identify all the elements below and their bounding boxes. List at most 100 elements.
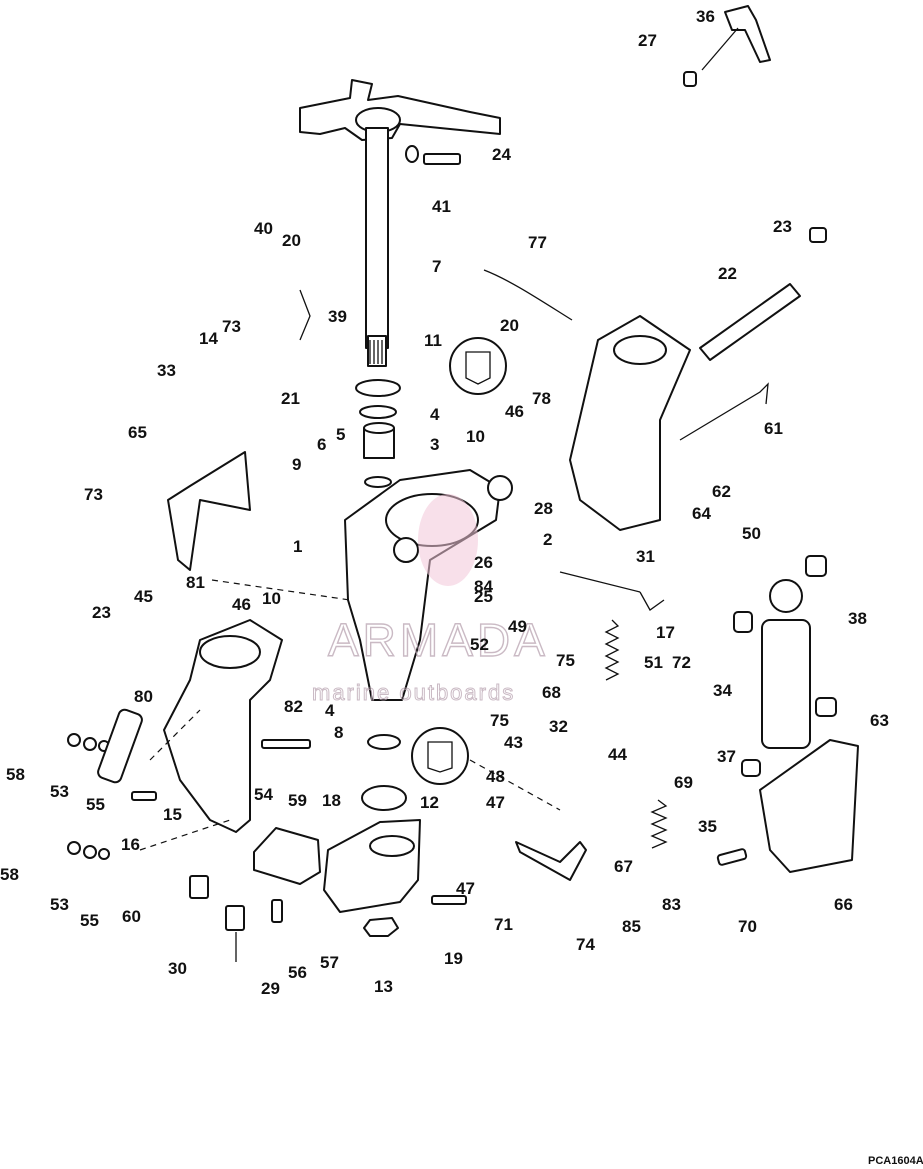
callout-3: 3	[430, 435, 439, 454]
callout-41: 41	[432, 197, 451, 216]
drawing-code: PCA1604A	[868, 1155, 923, 1167]
watermark: ARMADA marine outboards	[312, 494, 549, 706]
callout-84: 84	[474, 577, 493, 596]
callout-82: 82	[284, 697, 303, 716]
callout-18: 18	[322, 791, 341, 810]
callout-6: 6	[317, 435, 326, 454]
parts-drawing	[67, 5, 859, 962]
callout-50: 50	[742, 524, 761, 543]
callout-26: 26	[474, 553, 493, 572]
callout-48: 48	[486, 767, 505, 786]
callout-61: 61	[764, 419, 783, 438]
callout-51: 51	[644, 653, 663, 672]
callout-58-2: 58	[0, 865, 19, 884]
callout-83: 83	[662, 895, 681, 914]
callout-39: 39	[328, 307, 347, 326]
callout-56: 56	[288, 963, 307, 982]
callout-75-2: 75	[490, 711, 509, 730]
callout-73: 73	[222, 317, 241, 336]
callout-23: 23	[773, 217, 792, 236]
callout-11: 11	[424, 331, 442, 350]
callout-62: 62	[712, 482, 731, 501]
callout-74: 74	[576, 935, 595, 954]
callout-8: 8	[334, 723, 343, 742]
callout-67: 67	[614, 857, 633, 876]
callout-69: 69	[674, 773, 693, 792]
callout-27: 27	[638, 31, 657, 50]
callout-45: 45	[134, 587, 153, 606]
callout-73-2: 73	[84, 485, 103, 504]
callout-4: 4	[430, 405, 440, 424]
callout-36: 36	[696, 7, 715, 26]
callout-77: 77	[528, 233, 547, 252]
callout-25: 25	[474, 587, 493, 606]
callout-40: 40	[254, 219, 273, 238]
callout-60: 60	[122, 907, 141, 926]
callout-70: 70	[738, 917, 757, 936]
callout-71: 71	[494, 915, 513, 934]
callout-20: 20	[282, 231, 301, 250]
callout-21: 21	[281, 389, 300, 408]
callout-58: 58	[6, 765, 25, 784]
callout-46: 46	[505, 402, 524, 421]
callout-53-2: 53	[50, 895, 69, 914]
watermark-brand: ARMADA	[328, 614, 549, 666]
callout-24: 24	[492, 145, 511, 164]
callout-31: 31	[636, 547, 655, 566]
callout-85: 85	[622, 917, 641, 936]
callout-29: 29	[261, 979, 280, 998]
callout-4-2: 4	[325, 701, 335, 720]
callout-12: 12	[420, 793, 439, 812]
callout-2: 2	[543, 530, 552, 549]
callout-43: 43	[504, 733, 523, 752]
callout-19: 19	[444, 949, 463, 968]
callout-64: 64	[692, 504, 711, 523]
callout-20-2: 20	[500, 316, 519, 335]
callout-55-2: 55	[80, 911, 99, 930]
callout-22: 22	[718, 264, 737, 283]
callout-57: 57	[320, 953, 339, 972]
callout-63: 63	[870, 711, 889, 730]
callout-68: 68	[542, 683, 561, 702]
callout-23-2: 23	[92, 603, 111, 622]
callout-47-2: 47	[456, 879, 475, 898]
callout-30: 30	[168, 959, 187, 978]
callout-10: 10	[466, 427, 485, 446]
callout-37: 37	[717, 747, 736, 766]
callout-47: 47	[486, 793, 505, 812]
callout-81: 81	[186, 573, 205, 592]
callout-33: 33	[157, 361, 176, 380]
callout-46-2: 46	[232, 595, 251, 614]
callout-49: 49	[508, 617, 527, 636]
callout-13: 13	[374, 977, 393, 996]
callout-15: 15	[163, 805, 182, 824]
callout-16: 16	[121, 835, 140, 854]
callout-65: 65	[128, 423, 147, 442]
callout-80: 80	[134, 687, 153, 706]
callout-66: 66	[834, 895, 853, 914]
callout-72: 72	[672, 653, 691, 672]
callout-38: 38	[848, 609, 867, 628]
callout-7: 7	[432, 257, 441, 276]
callout-9: 9	[292, 455, 301, 474]
callout-78: 78	[532, 389, 551, 408]
callout-10-2: 10	[262, 589, 281, 608]
callout-54: 54	[254, 785, 273, 804]
callout-44: 44	[608, 745, 627, 764]
callout-17: 17	[656, 623, 675, 642]
callout-35: 35	[698, 817, 717, 836]
callout-34: 34	[713, 681, 732, 700]
callout-28: 28	[534, 499, 553, 518]
callout-75: 75	[556, 651, 575, 670]
callout-53: 53	[50, 782, 69, 801]
callout-14: 14	[199, 329, 218, 348]
callout-55: 55	[86, 795, 105, 814]
callout-59: 59	[288, 791, 307, 810]
callout-5: 5	[336, 425, 345, 444]
watermark-tagline: marine outboards	[312, 680, 515, 705]
callout-32: 32	[549, 717, 568, 736]
callout-52: 52	[470, 635, 489, 654]
callout-1: 1	[293, 537, 302, 556]
